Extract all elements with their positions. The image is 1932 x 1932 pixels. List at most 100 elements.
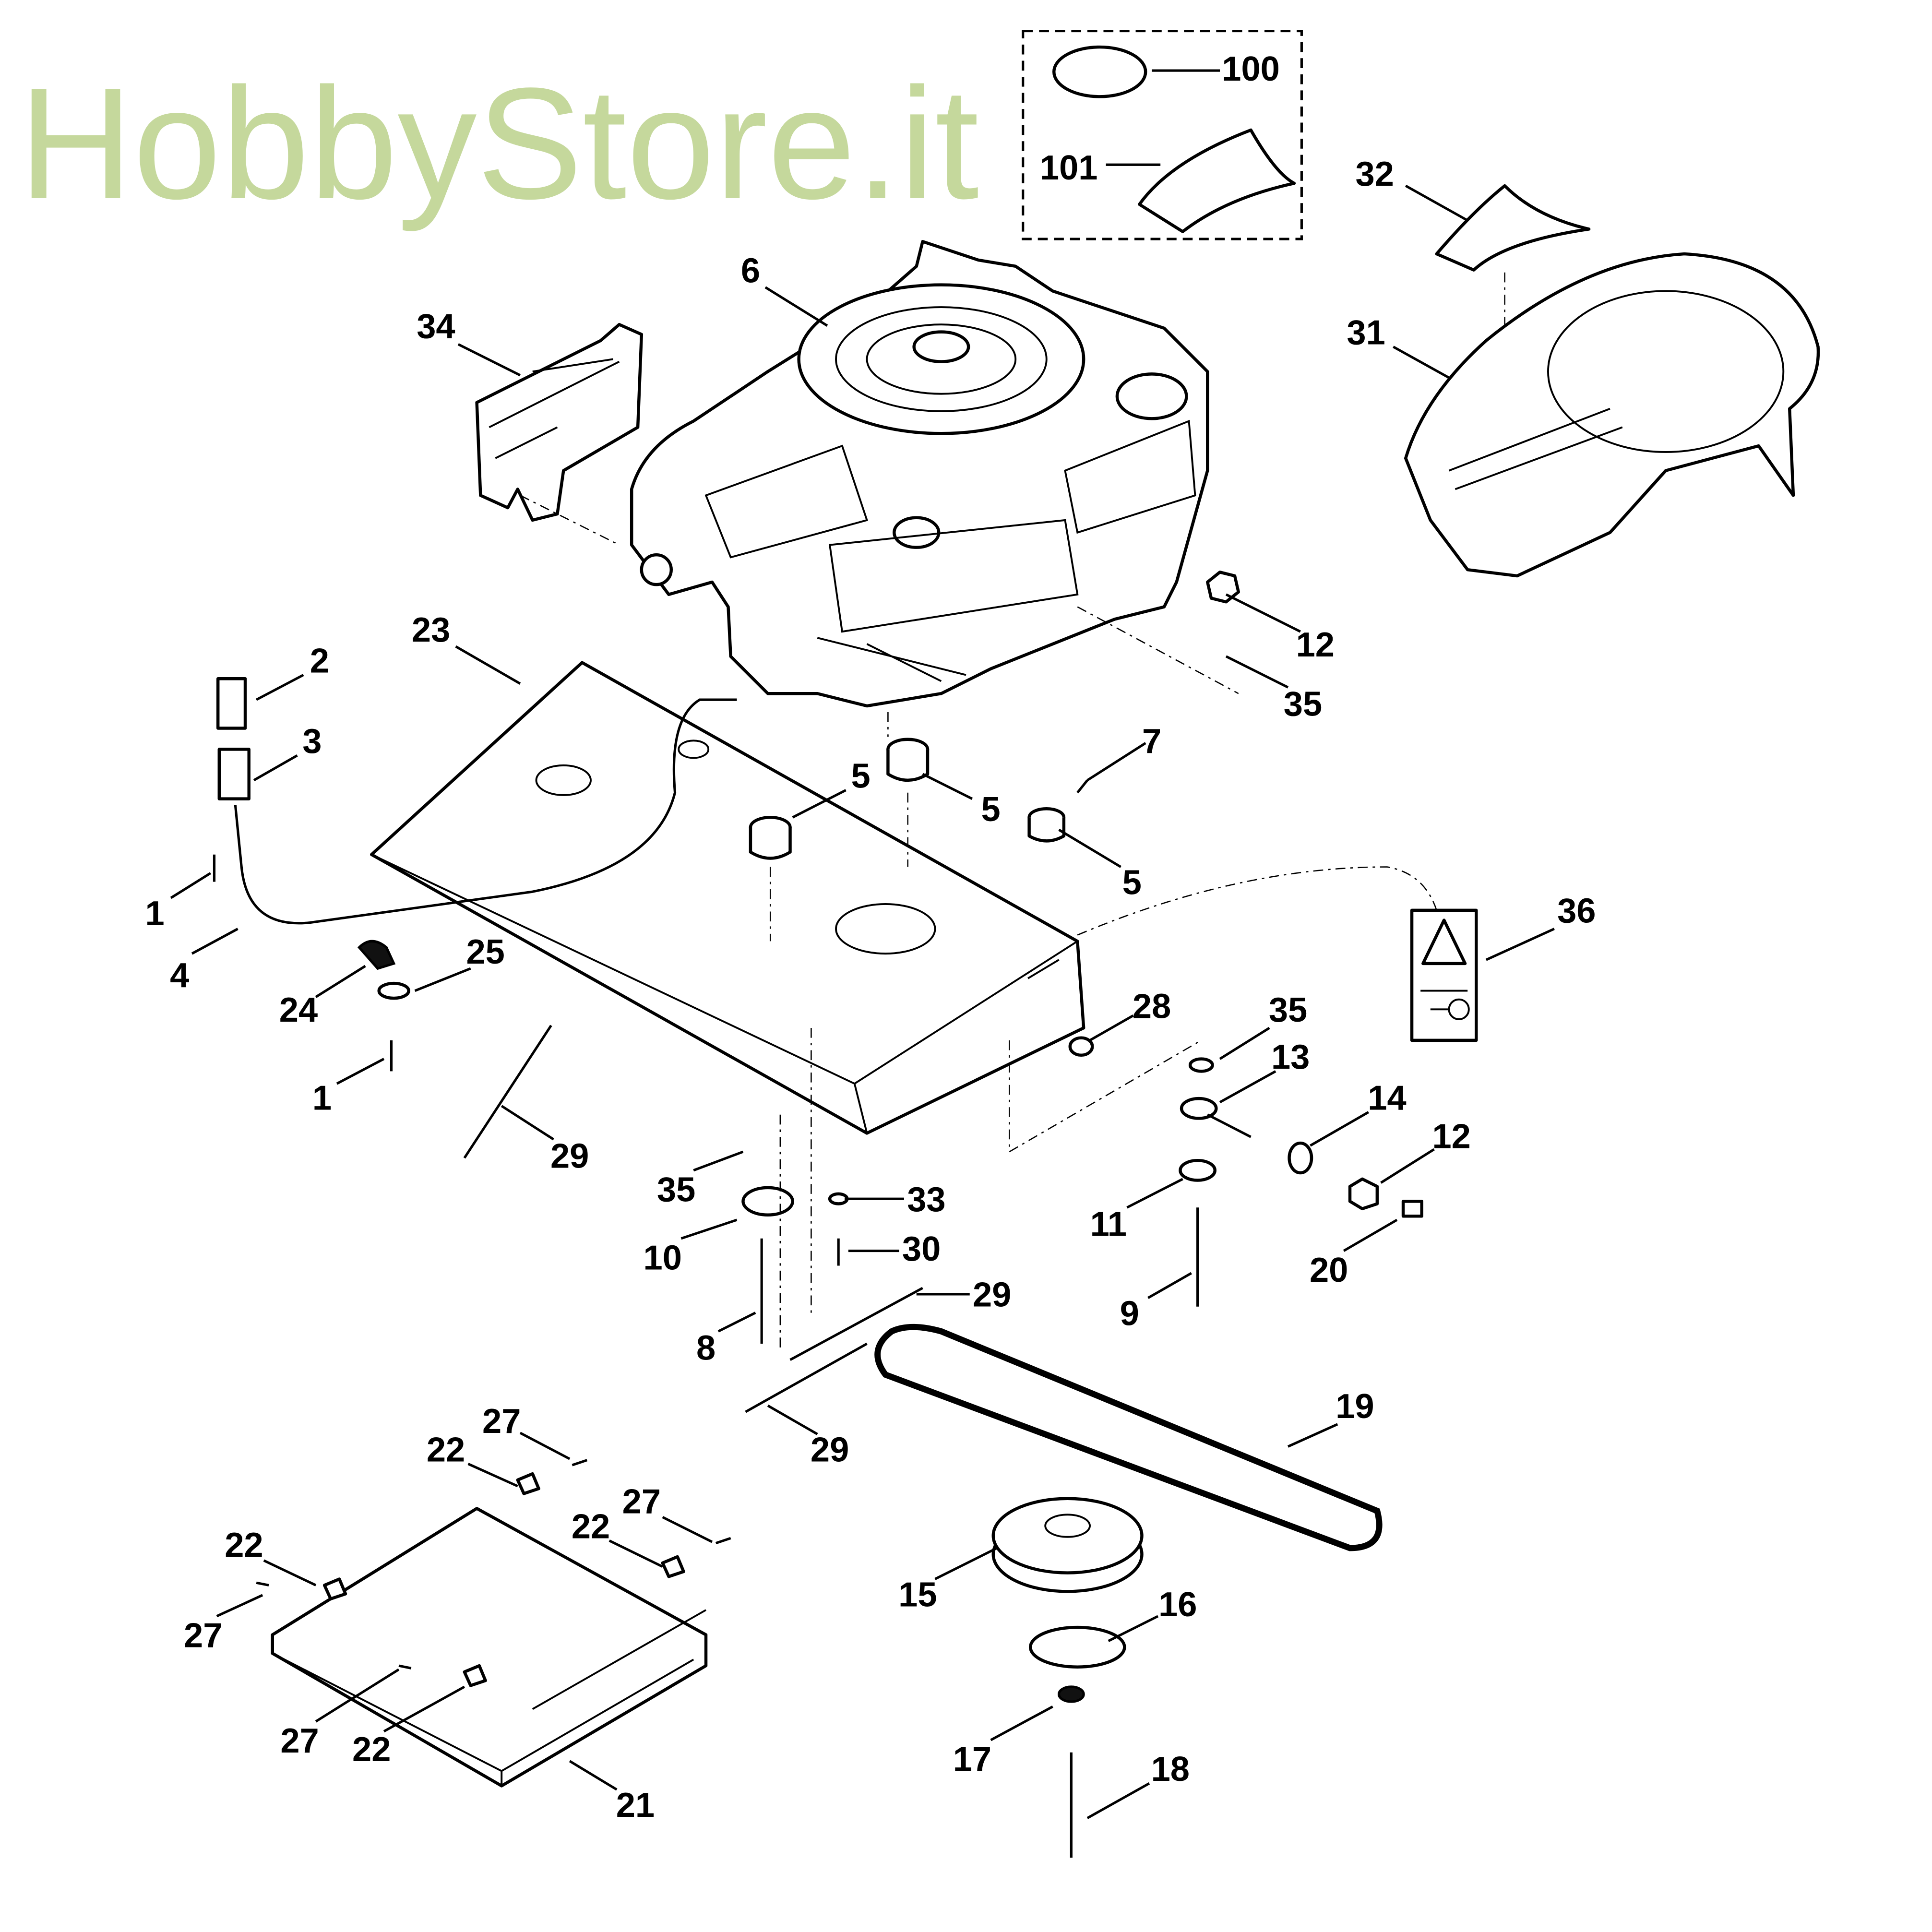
part-24-clip [357,940,396,970]
callout-11: 11 [1090,1205,1127,1244]
callout-18: 18 [1151,1750,1190,1789]
callout-35: 35 [1269,991,1307,1029]
part-7-bolt [1076,779,1088,794]
callout-12: 12 [1432,1117,1470,1156]
leader-line [336,1058,385,1085]
part-15-pulley [991,1497,1144,1593]
callout-22: 22 [427,1431,465,1469]
part-29-rod-low [745,1342,868,1413]
leader-line [315,965,366,998]
leader-line [1225,593,1301,633]
callout-17: 17 [953,1741,991,1779]
leader-line [1058,828,1121,868]
leader-line [680,1218,738,1240]
callout-36: 36 [1557,892,1596,930]
callout-13: 13 [1271,1038,1310,1076]
part-21-guard [271,1507,708,1788]
callout-6: 6 [741,251,760,290]
callout-5: 5 [851,757,871,795]
callout-31: 31 [1347,313,1385,352]
callout-28: 28 [1133,987,1171,1026]
callout-12: 12 [1296,626,1335,664]
callout-4: 4 [170,956,189,995]
leader-line [1086,1782,1150,1819]
callout-5: 5 [981,790,1001,829]
part-31-shroud [1404,252,1820,578]
leader-line [1219,1070,1276,1104]
callout-29: 29 [811,1431,849,1469]
leader-line [1225,655,1289,689]
part-27-screws [256,1459,731,1670]
callout-2: 2 [310,642,329,680]
callout-27: 27 [482,1402,521,1441]
leader-line [1310,1111,1370,1147]
callout-25: 25 [466,933,504,971]
part-22-clips [322,1472,685,1687]
callout-100: 100 [1222,50,1280,88]
part-35-washer-right [1188,1057,1214,1073]
leader-line [717,1312,756,1333]
leader-line [1086,742,1146,782]
callout-3: 3 [302,722,322,761]
leader-line [608,1539,663,1568]
part-3-connector [217,748,250,800]
part-36-warning-decal [1410,908,1478,1042]
part-2-switch [216,677,247,730]
callout-27: 27 [622,1483,661,1521]
leader-line [216,1594,263,1618]
callout-24: 24 [279,991,318,1029]
part-12-nut [1206,571,1240,604]
callout-33: 33 [907,1181,945,1219]
leader-line [934,1547,998,1580]
leader-line [764,286,828,327]
callout-19: 19 [1336,1387,1374,1426]
callout-101: 101 [1040,149,1098,187]
part-20-cap [1401,1200,1423,1218]
leader-line [1485,928,1555,961]
watermark: HobbyStore.it [19,55,979,233]
callout-35: 35 [1284,685,1322,724]
part-6-engine [630,240,1209,708]
leader-line [767,1404,818,1435]
callout-23: 23 [412,611,450,649]
leader-line [467,1463,518,1488]
part-12-nut-right [1348,1177,1379,1211]
part-34-bracket [475,322,644,522]
leader-line [253,754,298,782]
part-25-washer [377,981,410,1000]
part-29-rod-left [463,1025,552,1159]
leader-line [457,343,521,377]
leader-line [170,872,212,899]
leader-line [1126,1178,1183,1209]
part-14-washer [1288,1141,1313,1175]
leader-line [519,1431,571,1460]
callout-14: 14 [1368,1079,1406,1117]
callout-22: 22 [572,1507,610,1546]
callout-5: 5 [1122,863,1142,902]
part-4-wire-harness [213,677,737,925]
callout-35: 35 [657,1170,695,1209]
kit-box [1022,29,1303,240]
callout-15: 15 [898,1575,937,1614]
callout-30: 30 [902,1230,941,1268]
leader-line [191,928,239,955]
callout-27: 27 [184,1616,222,1655]
callout-34: 34 [417,308,455,346]
part-5-spacers [749,738,1066,942]
leader-line [1147,1272,1192,1299]
callout-16: 16 [1158,1586,1197,1624]
callout-1: 1 [312,1079,332,1117]
leader-line [256,674,304,701]
callout-29: 29 [550,1137,589,1176]
leader-line [792,789,847,819]
callout-29: 29 [973,1276,1011,1314]
leader-line [1287,1423,1338,1448]
part-19-belt [874,1324,1383,1551]
part-33-washer [828,1192,849,1205]
leader-line [1108,1615,1159,1642]
leader-line [1405,184,1468,222]
callout-1: 1 [145,894,165,933]
